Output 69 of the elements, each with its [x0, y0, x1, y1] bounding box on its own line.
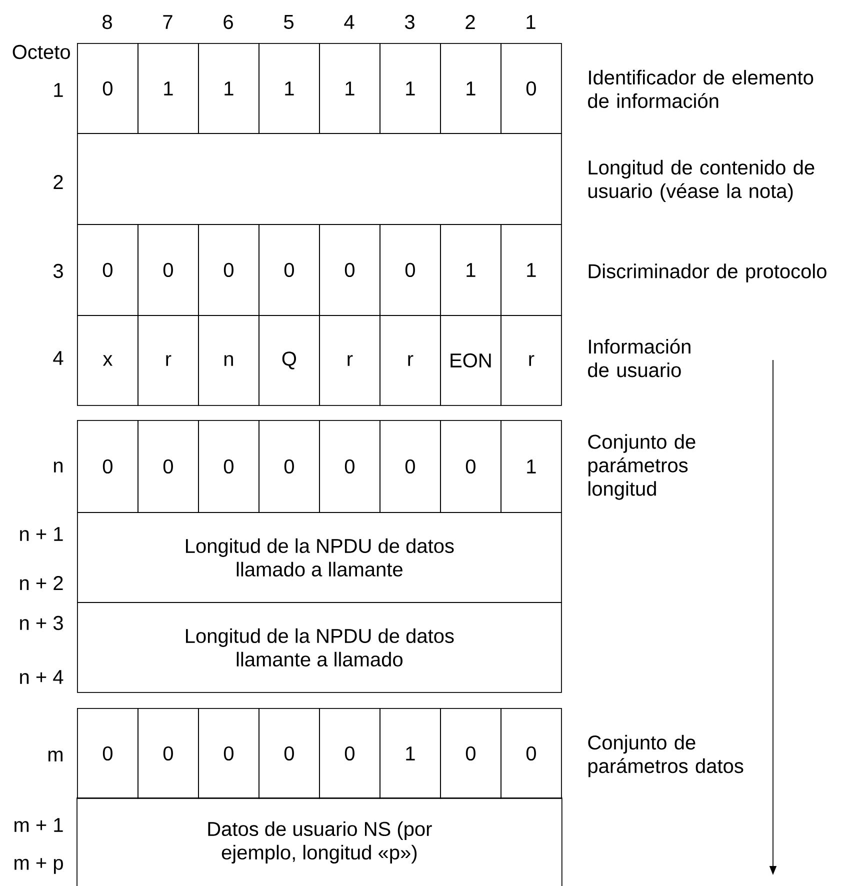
bit-cell: r [138, 315, 199, 406]
row-label: 3 [53, 264, 63, 278]
bit-cell: 0 [319, 224, 380, 316]
row-label: 4 [53, 351, 64, 365]
bit-cell: 1 [500, 420, 562, 513]
bit-cell: 0 [319, 708, 380, 799]
bit-cell: 0 [77, 420, 138, 513]
field-box: Longitud de la NPDU de datos llamante a llamado [77, 602, 562, 693]
column-number: 4 [344, 15, 354, 29]
bit-cell: 0 [380, 420, 441, 513]
column-number: 3 [404, 14, 414, 30]
row-label: m [48, 750, 62, 762]
row-label: 2 [54, 175, 63, 189]
bit-cell: 1 [138, 43, 199, 134]
row-label: n + 4 [20, 670, 64, 684]
field-description: Información de usuario [588, 338, 690, 378]
bit-cell: 0 [258, 224, 320, 316]
bit-cell: 0 [138, 224, 199, 316]
bit-cell: 0 [138, 708, 199, 799]
bit-cell: 0 [198, 420, 260, 513]
bit-cell: Q [258, 315, 320, 406]
row-label: n + 3 [20, 616, 63, 630]
row-label: n + 2 [20, 576, 63, 590]
bit-cell: 0 [440, 708, 502, 799]
bit-cell: 0 [138, 420, 199, 513]
row-label: n [54, 462, 62, 472]
bit-cell: 1 [440, 43, 502, 134]
bit-cell: r [380, 315, 441, 406]
bit-cell: 0 [198, 708, 260, 799]
bit-cell: 0 [319, 420, 380, 513]
bit-cell: r [500, 315, 562, 406]
bit-cell: 0 [77, 43, 138, 134]
bit-cell: 1 [380, 43, 441, 134]
bit-cell: 0 [77, 224, 138, 316]
bit-cell: EON [440, 315, 502, 406]
bit-cell: 0 [500, 43, 562, 134]
column-number: 5 [284, 15, 294, 29]
row-label: m + 1 [14, 818, 63, 832]
field-description: Identificador de elemento de información [588, 70, 814, 108]
field-description: Conjunto de parámetros datos [588, 734, 744, 778]
column-number: 2 [466, 15, 475, 29]
row-label: 1 [54, 83, 63, 97]
bit-cell: 0 [258, 708, 320, 799]
field-box: Longitud de la NPDU de datos llamado a llamante [77, 512, 562, 603]
field-box [77, 133, 562, 225]
field-description: Longitud de contenido de usuario (véase la nota) [588, 160, 814, 202]
column-number: 7 [163, 15, 172, 29]
column-number: 6 [224, 14, 233, 30]
field-description: Discriminador de protocolo [588, 264, 826, 282]
bit-cell: 1 [380, 708, 441, 799]
bit-cell: 0 [440, 420, 502, 513]
bit-cell: 0 [380, 224, 441, 316]
bit-cell: 0 [258, 420, 320, 513]
bit-cell: 1 [198, 43, 260, 134]
column-number: 1 [526, 15, 536, 29]
field-box: Datos de usuario NS (por ejemplo, longitud «p») [76, 798, 562, 886]
bit-cell: x [77, 315, 138, 406]
column-number: 8 [102, 14, 112, 30]
bit-cell: 1 [500, 224, 562, 316]
bit-cell: 1 [440, 224, 502, 316]
bit-cell: 1 [258, 43, 320, 134]
bit-cell: n [198, 315, 260, 406]
bit-cell: 1 [319, 43, 380, 134]
row-label: n + 1 [20, 527, 63, 541]
bit-cell: r [319, 315, 380, 406]
bit-cell: 0 [500, 708, 562, 799]
field-description: Conjunto de parámetros longitud [588, 434, 696, 500]
bit-cell: 0 [198, 224, 260, 316]
bit-cell: 0 [77, 708, 138, 799]
